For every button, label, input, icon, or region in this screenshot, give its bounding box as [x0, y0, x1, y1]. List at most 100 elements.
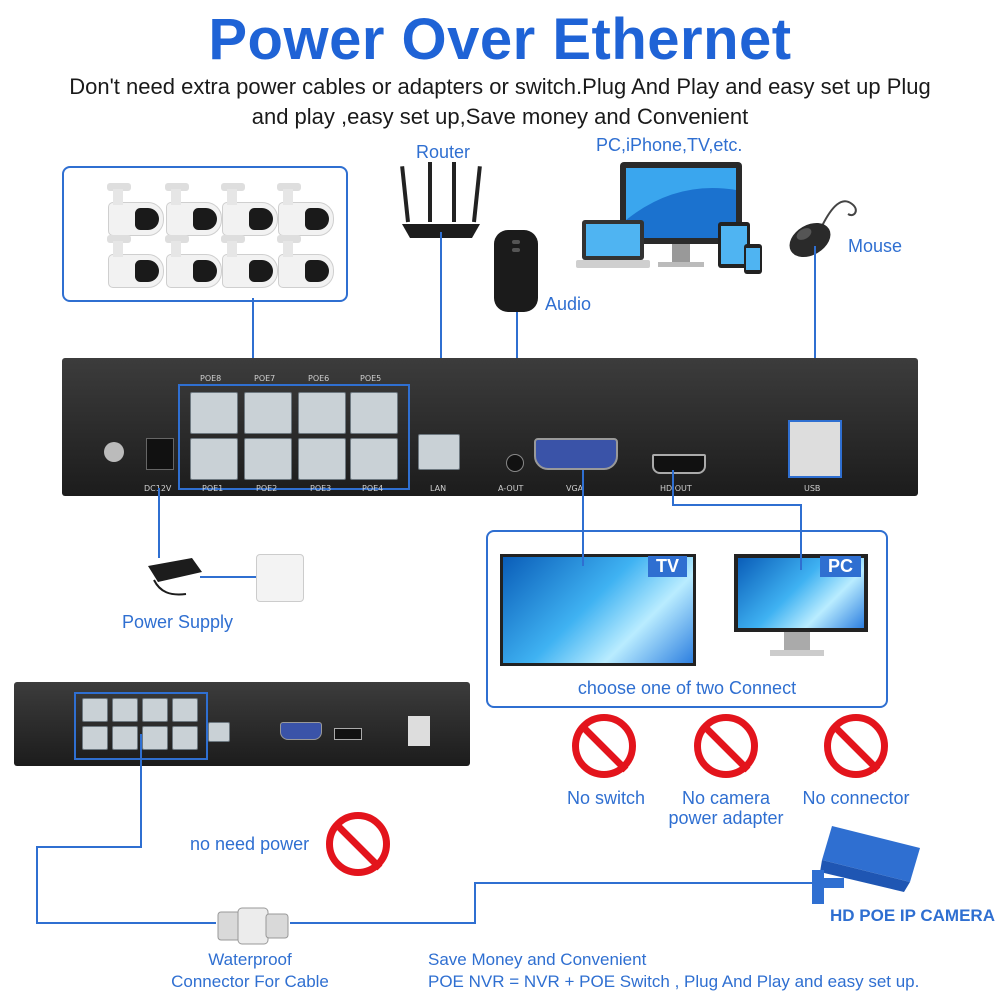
poe-port	[244, 438, 292, 480]
no-connector-label: No connector	[802, 788, 910, 808]
no-adapter-icon	[694, 714, 758, 778]
audio-speaker-icon	[494, 230, 538, 312]
router-icon	[400, 162, 482, 238]
waterproof-label-2: Connector For Cable	[171, 972, 329, 991]
poe-port	[82, 726, 108, 750]
poe-port	[142, 698, 168, 722]
display-options-box: TV PC choose one of two Connect	[486, 530, 888, 708]
pc-tag: PC	[820, 556, 862, 577]
waterproof-label-1: Waterproof	[208, 950, 292, 969]
usb-ports	[788, 420, 842, 478]
camera-label: HD POE IP CAMERA	[830, 906, 995, 925]
nvr-rear-panel: POE8 POE7 POE6 POE5 POE1 POE2 POE3 POE4 …	[62, 358, 918, 496]
no-power-icon	[326, 812, 390, 876]
connector-line	[36, 846, 38, 924]
monitor-base	[770, 650, 824, 656]
nvr-rear-panel-small	[14, 682, 470, 766]
port-label: POE6	[308, 374, 330, 383]
bullet-camera-icon	[221, 235, 278, 288]
poe-port	[82, 698, 108, 722]
no-adapter-label-2: power adapter	[668, 808, 784, 828]
port-label: POE5	[360, 374, 382, 383]
page-title: Power Over Ethernet	[208, 7, 792, 72]
connector-line	[440, 232, 442, 444]
devices-label: PC,iPhone,TV,etc.	[596, 135, 743, 155]
lan-port	[208, 722, 230, 742]
bullet-camera-icon	[107, 235, 164, 288]
poe-port	[244, 392, 292, 434]
poe-port	[190, 438, 238, 480]
poe-port	[298, 438, 346, 480]
mouse-icon	[789, 200, 857, 258]
poe-port	[350, 438, 398, 480]
connector-line	[672, 504, 802, 506]
wall-socket-icon	[256, 554, 304, 602]
display-caption: choose one of two Connect	[577, 678, 797, 698]
port-label: POE8	[200, 374, 222, 383]
port-label: POE2	[256, 484, 278, 493]
connector-line	[800, 504, 802, 570]
router-label: Router	[416, 142, 471, 162]
port-label: POE7	[254, 374, 276, 383]
bullet-camera-icon	[165, 183, 222, 236]
no-need-power-label: no need power	[190, 834, 310, 854]
poe-port	[350, 392, 398, 434]
poe-port	[172, 698, 198, 722]
connector-line	[140, 734, 142, 846]
bullet-camera-icon	[277, 235, 334, 288]
bullet-camera-icon	[165, 235, 222, 288]
save-money-label: Save Money and Convenient	[428, 950, 647, 969]
monitor-stand	[784, 632, 810, 650]
security-camera-icon	[812, 826, 920, 904]
vga-port	[534, 438, 618, 470]
ground-screw	[104, 442, 124, 462]
poe-port	[112, 698, 138, 722]
connector-line	[200, 576, 256, 578]
port-label: VGA	[566, 484, 584, 493]
connector-line	[474, 882, 818, 884]
hdmi-port	[334, 728, 362, 740]
cameras-box	[62, 166, 348, 302]
hdmi-port	[652, 454, 706, 474]
poe-port	[172, 726, 198, 750]
vga-port	[280, 722, 322, 740]
bullet-camera-icon	[107, 183, 164, 236]
connector-line	[582, 470, 584, 566]
connector-line	[36, 846, 142, 848]
no-connector-icon	[824, 714, 888, 778]
port-label: DC12V	[144, 484, 171, 493]
port-label: HD OUT	[660, 484, 692, 493]
power-adapter-icon	[148, 558, 202, 596]
poe-port	[142, 726, 168, 750]
poe-ports-highlight	[178, 384, 410, 490]
connector-line	[158, 488, 160, 558]
no-adapter-label-1: No camera	[681, 788, 771, 808]
no-switch-label: No switch	[566, 788, 646, 808]
port-label: A-OUT	[498, 484, 524, 493]
connector-line	[36, 922, 216, 924]
poe-port	[298, 392, 346, 434]
bullet-camera-icon	[221, 183, 278, 236]
port-label: POE3	[310, 484, 332, 493]
connector-line	[290, 922, 476, 924]
connector-line	[474, 882, 476, 924]
poe-port	[112, 726, 138, 750]
connector-line	[672, 470, 674, 506]
power-supply-label: Power Supply	[122, 612, 234, 632]
page-subtitle: Don't need extra power cables or adapter…	[69, 74, 931, 129]
port-label: POE4	[362, 484, 384, 493]
port-label: LAN	[430, 484, 447, 493]
connector-line	[252, 298, 254, 416]
poe-nvr-formula: POE NVR = NVR + POE Switch , Plug And Pl…	[428, 972, 920, 991]
poe-port	[190, 392, 238, 434]
tv-tag: TV	[648, 556, 688, 577]
waterproof-connector-icon	[217, 907, 289, 945]
no-switch-icon	[572, 714, 636, 778]
bullet-camera-icon	[277, 183, 334, 236]
multi-device-icon	[576, 162, 762, 274]
usb-ports	[408, 716, 430, 746]
dc-jack	[146, 438, 174, 470]
port-label: POE1	[202, 484, 224, 493]
audio-label: Audio	[545, 294, 592, 314]
port-label: USB	[804, 484, 821, 493]
